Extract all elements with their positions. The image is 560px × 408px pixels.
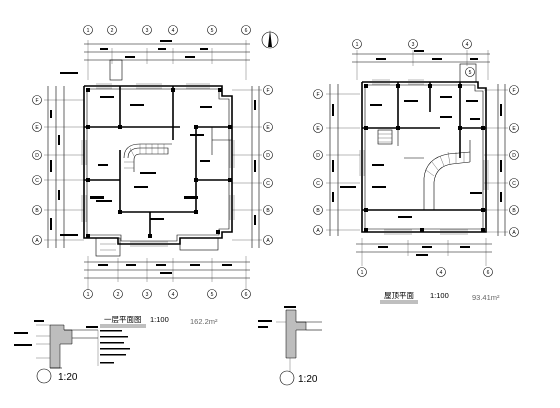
svg-text:6: 6 [487, 270, 490, 276]
axis-bubbles-right-right: F E D C B A [509, 85, 519, 237]
svg-text:4: 4 [172, 28, 175, 34]
svg-text:4: 4 [466, 42, 469, 48]
svg-text:B: B [512, 208, 516, 214]
svg-text:A: A [316, 228, 320, 234]
entry-porch-left [95, 59, 219, 257]
svg-text:C: C [316, 181, 320, 187]
svg-text:1:20: 1:20 [58, 372, 78, 383]
dimension-lines-top-right [352, 50, 490, 80]
axis-bubbles-top-left: 1 2 3 4 5 6 [83, 25, 251, 35]
svg-text:B: B [316, 208, 320, 214]
svg-text:A: A [35, 238, 39, 244]
svg-text:D: D [35, 153, 39, 159]
dimension-lines-side-left [44, 86, 84, 248]
dimension-lines-side-right [232, 86, 262, 248]
axis-bubbles-left-left: F E D C B A [32, 95, 42, 245]
axis-bubbles-bottom-left: 1 2 3 4 5 6 [83, 289, 251, 299]
dimension-lines-bottom-right [356, 238, 492, 266]
svg-text:F: F [512, 88, 515, 94]
annotation-marks-right [340, 96, 482, 218]
svg-text:A: A [512, 230, 516, 236]
svg-text:4: 4 [172, 292, 175, 298]
svg-text:D: D [512, 153, 516, 159]
plan-right-title: 屋顶平面 [384, 291, 414, 300]
spiral-stair-left [123, 143, 172, 172]
annotation-marks-left [60, 72, 212, 236]
axis-bubbles-top-right: 1 3 4 5 [352, 39, 475, 77]
detail-right-scale-label: 1:20 [279, 370, 318, 386]
svg-text:B: B [35, 208, 39, 214]
svg-text:2: 2 [117, 292, 120, 298]
svg-text:D: D [316, 153, 320, 159]
svg-text:A: A [266, 238, 270, 244]
dimension-lines-top-left [84, 40, 250, 80]
svg-text:3: 3 [412, 42, 415, 48]
svg-text:B: B [266, 208, 270, 214]
svg-text:F: F [35, 98, 38, 104]
axis-bubbles-left-right: F E D C B A [313, 89, 323, 235]
dimension-lines-bottom-left [84, 256, 250, 290]
plan-left-title: 一层平面图 [104, 315, 142, 324]
title-block-left: 一层平面图 1:100 162.2m² [100, 315, 218, 328]
svg-text:C: C [35, 178, 39, 184]
svg-text:C: C [266, 181, 270, 187]
plan-left-area: 162.2m² [190, 317, 218, 326]
plan-right-scale: 1:100 [430, 291, 449, 300]
curved-stair-right [404, 140, 471, 210]
section-detail-left [14, 320, 130, 369]
svg-text:E: E [35, 125, 39, 131]
svg-text:1:20: 1:20 [298, 374, 318, 385]
svg-text:6: 6 [245, 292, 248, 298]
svg-text:5: 5 [211, 28, 214, 34]
detail-left-scale-label: 1:20 [36, 368, 78, 384]
svg-text:5: 5 [469, 70, 472, 76]
svg-text:4: 4 [440, 270, 443, 276]
plan-left-scale: 1:100 [150, 315, 169, 324]
plan-right-area: 93.41m² [472, 293, 500, 302]
svg-text:1: 1 [87, 28, 90, 34]
svg-text:5: 5 [211, 292, 214, 298]
svg-text:C: C [512, 181, 516, 187]
axis-bubbles-right-left: F E D C B A [263, 85, 273, 245]
svg-text:F: F [316, 92, 319, 98]
windows-right [359, 79, 489, 235]
svg-text:D: D [266, 153, 270, 159]
columns-right [364, 84, 485, 232]
small-stair-right [377, 129, 393, 145]
svg-text:1: 1 [356, 42, 359, 48]
svg-text:1: 1 [87, 292, 90, 298]
svg-text:1: 1 [361, 270, 364, 276]
columns-left [86, 88, 232, 238]
windows-left [81, 83, 235, 247]
svg-text:3: 3 [146, 292, 149, 298]
svg-text:E: E [266, 125, 270, 131]
svg-text:2: 2 [111, 28, 114, 34]
svg-text:E: E [512, 126, 516, 132]
svg-text:E: E [316, 126, 320, 132]
section-detail-right [258, 306, 322, 372]
dimension-lines-side-right-plan [326, 84, 508, 236]
floor-plan-right: 1 3 4 5 F E D C B A F [313, 39, 519, 277]
svg-text:F: F [266, 88, 269, 94]
floor-plan-left: 1 2 3 4 5 6 F E [32, 25, 273, 299]
axis-bubbles-bottom-right: 1 4 6 [357, 267, 493, 277]
title-block-right: 屋顶平面 1:100 93.41m² [380, 291, 500, 304]
svg-text:6: 6 [245, 28, 248, 34]
svg-text:3: 3 [146, 28, 149, 34]
north-arrow-icon [261, 30, 279, 49]
